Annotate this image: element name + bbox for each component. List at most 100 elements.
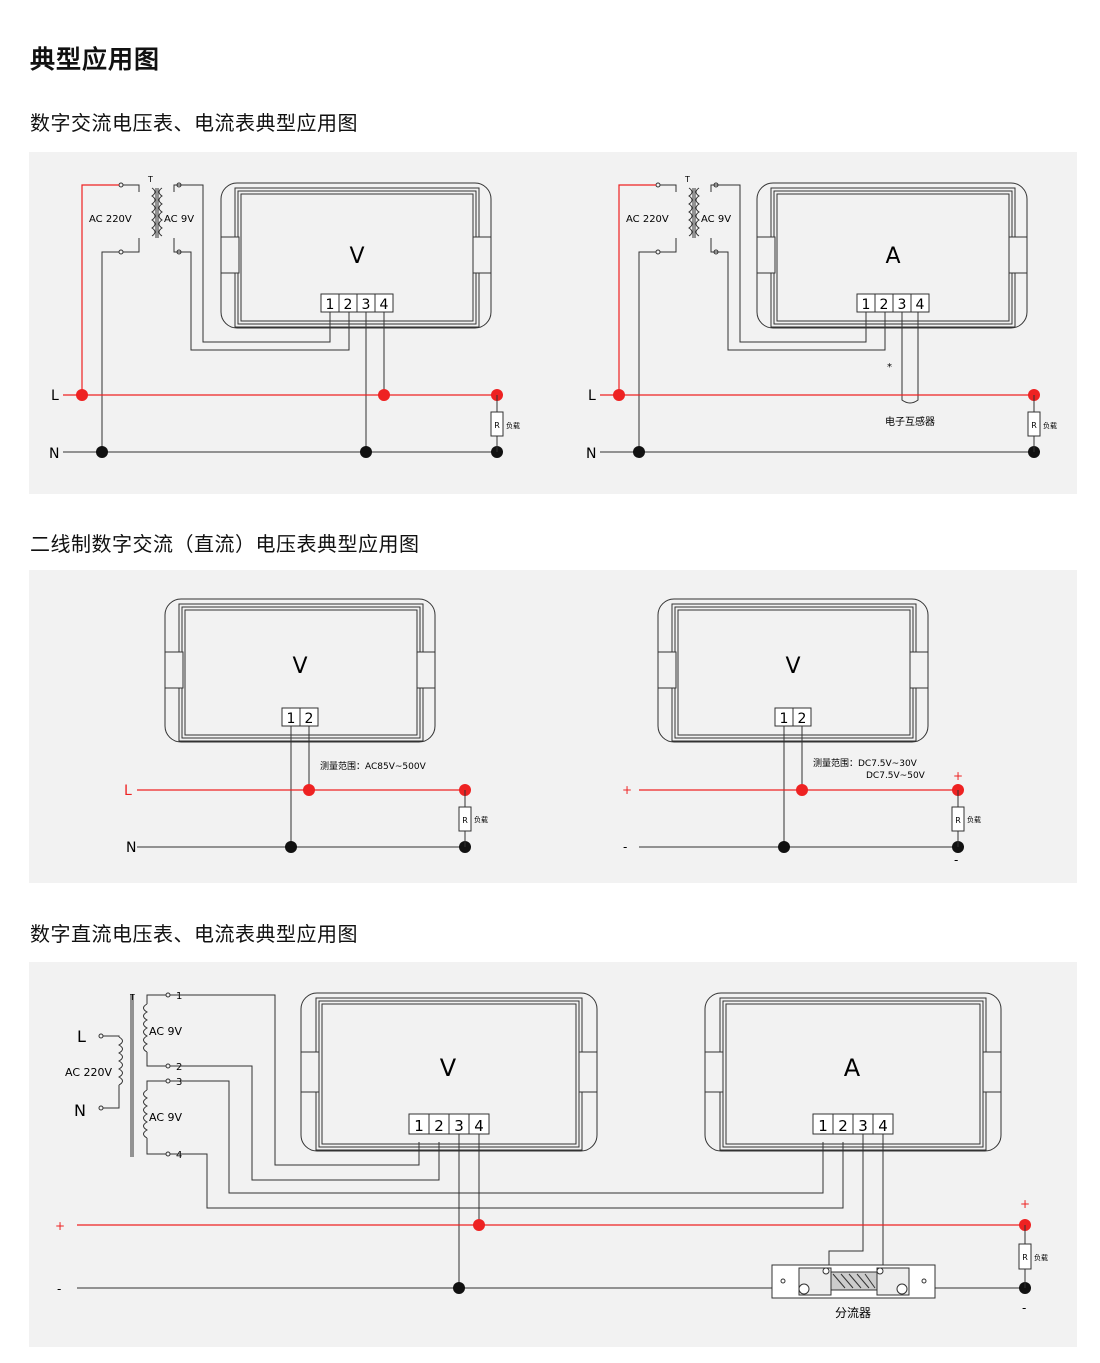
voltmeter-symbol: V	[785, 654, 800, 679]
polarity-mark: *	[887, 362, 892, 373]
secondary-wire-1	[181, 184, 331, 343]
terminal-2: 2	[434, 1117, 444, 1135]
load-resistor	[1018, 1225, 1032, 1288]
live-wire-primary	[618, 184, 656, 395]
terminal-1: 1	[414, 1117, 424, 1135]
terminal-4: 4	[878, 1117, 888, 1135]
terminal-1: 1	[862, 297, 871, 313]
load-resistor	[951, 790, 965, 847]
diagram-panel-ac-meters: T AC 220V AC 9V V 1 2 3 4 L	[29, 152, 1077, 494]
junction-node	[633, 446, 645, 458]
terminal-2: 2	[880, 297, 889, 313]
secondary-terminal-4: 4	[176, 1150, 182, 1161]
terminal-1: 1	[818, 1117, 828, 1135]
voltmeter	[164, 598, 436, 743]
terminal-2: 2	[838, 1117, 848, 1135]
positive-label: +	[622, 783, 632, 797]
measurement-range: 测量范围：AC85V~500V	[320, 760, 427, 772]
two-wire-ac-voltmeter-circuit: V 1 2 测量范围：AC85V~500V L N R 负载	[124, 598, 488, 856]
section-heading-two-wire: 二线制数字交流（直流）电压表典型应用图	[30, 532, 420, 556]
neutral-label: N	[49, 446, 59, 462]
positive-label: +	[55, 1219, 65, 1233]
junction-node	[613, 389, 625, 401]
transformer	[118, 182, 182, 255]
ammeter-symbol: A	[844, 1054, 861, 1082]
neutral-label: N	[586, 446, 596, 462]
terminal-1: 1	[326, 297, 335, 313]
neutral-wire-primary	[101, 251, 119, 452]
section-heading-ac-meters: 数字交流电压表、电流表典型应用图	[30, 111, 358, 135]
live-label: L	[51, 388, 59, 404]
load-resistor	[458, 790, 472, 847]
ammeter-symbol: A	[885, 244, 900, 269]
secondary-1-voltage-label: AC 9V	[149, 1025, 183, 1038]
resistor-label: R	[1031, 421, 1037, 430]
primary-voltage-label: AC 220V	[89, 214, 132, 225]
terminal-3: 3	[898, 297, 907, 313]
transformer-label: T	[129, 993, 135, 1002]
transformer-label: T	[684, 175, 690, 184]
ammeter-terminal-3-wire	[828, 1134, 864, 1268]
secondary-2-voltage-label: AC 9V	[149, 1111, 183, 1124]
terminal-1: 1	[780, 711, 789, 727]
secondary-terminal-2: 2	[176, 1062, 182, 1073]
resistor-label: R	[1022, 1253, 1028, 1262]
primary-voltage-label: AC 220V	[626, 214, 669, 225]
terminal-3: 3	[858, 1117, 868, 1135]
junction-node	[96, 446, 108, 458]
ac-ammeter-circuit: T AC 220V AC 9V A 1 2 3 4 * 电子互感器 L N	[586, 175, 1057, 462]
transformer	[655, 182, 719, 255]
secondary-wire-2	[718, 251, 886, 351]
load-negative-label: -	[954, 853, 958, 867]
measurement-range-alt: DC7.5V~50V	[866, 771, 926, 781]
load-label: 负载	[967, 815, 981, 824]
transformer-label: T	[147, 175, 153, 184]
junction-node	[360, 446, 372, 458]
live-wire-primary	[81, 184, 119, 395]
secondary-voltage-label: AC 9V	[164, 214, 194, 225]
load-label: 负载	[474, 815, 488, 824]
secondary-wire-1	[718, 184, 867, 343]
voltmeter-symbol: V	[440, 1054, 457, 1082]
secondary-wire-1	[170, 994, 420, 1166]
page-title: 典型应用图	[30, 45, 161, 74]
load-resistor	[490, 395, 504, 452]
dc-meters-diagram: T L N AC 220V AC 9V AC 9V 1 2 3 4 V 1 2 …	[55, 991, 1048, 1320]
load-positive-label: +	[1020, 1197, 1030, 1211]
secondary-terminal-1: 1	[176, 991, 182, 1002]
section-heading-dc-meters: 数字直流电压表、电流表典型应用图	[30, 922, 358, 946]
secondary-wire-3	[170, 1080, 824, 1194]
neutral-label: N	[126, 840, 136, 856]
diagram-panel-dc-meters: T L N AC 220V AC 9V AC 9V 1 2 3 4 V 1 2 …	[29, 962, 1077, 1347]
ac-meters-diagram: T AC 220V AC 9V V 1 2 3 4 L	[49, 175, 1057, 462]
live-label: L	[77, 1027, 86, 1046]
terminal-2: 2	[305, 711, 314, 727]
current-transformer	[901, 312, 919, 404]
negative-label: -	[57, 1282, 61, 1296]
load-positive-label: +	[953, 769, 963, 783]
terminal-4: 4	[474, 1117, 484, 1135]
junction-node	[453, 1282, 465, 1294]
secondary-terminal-3: 3	[176, 1077, 182, 1088]
secondary-wire-2	[181, 251, 350, 351]
neutral-wire-primary	[638, 251, 656, 452]
current-transformer-label: 电子互感器	[885, 415, 935, 428]
secondary-voltage-label: AC 9V	[701, 214, 731, 225]
measurement-range: 测量范围：DC7.5V~30V	[813, 757, 918, 769]
voltmeter	[300, 992, 598, 1152]
junction-node	[378, 389, 390, 401]
terminal-2: 2	[798, 711, 807, 727]
junction-node	[778, 841, 790, 853]
negative-label: -	[623, 840, 627, 854]
terminal-3: 3	[362, 297, 371, 313]
load-resistor	[1027, 395, 1041, 452]
load-label: 负载	[1034, 1253, 1048, 1262]
ac-voltmeter-circuit: T AC 220V AC 9V V 1 2 3 4 L	[49, 175, 520, 462]
load-label: 负载	[1043, 421, 1057, 430]
primary-voltage-label: AC 220V	[65, 1066, 113, 1079]
secondary-wire-2	[170, 1065, 440, 1181]
load-negative-label: -	[1022, 1301, 1026, 1315]
junction-node	[303, 784, 315, 796]
live-label: L	[588, 388, 596, 404]
resistor-label: R	[462, 816, 468, 825]
